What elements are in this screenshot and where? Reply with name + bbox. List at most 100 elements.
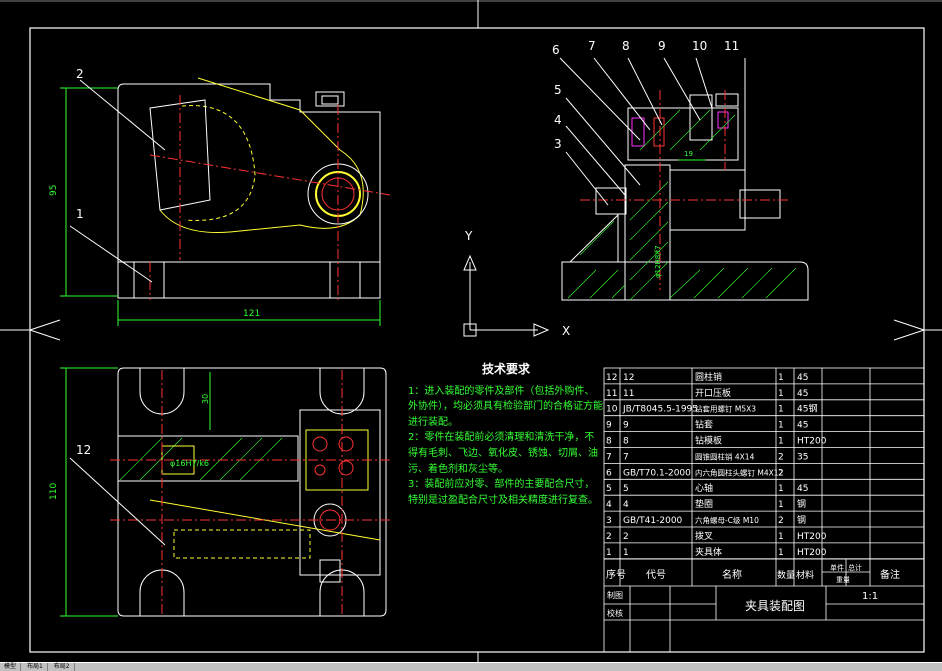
bom-cell: GB/T41-2000 [623,516,683,526]
tech-title: 技术要求 [481,362,530,376]
bom-cell: 圆柱销 [695,371,722,383]
bom-cell: 2 [606,532,612,542]
bom-header-remark: 备注 [880,568,900,581]
bom-cell: 内六角圆柱头螺钉 M4X12 [695,467,784,477]
ucs-axis-icon [463,254,550,337]
bom-table [603,367,925,653]
bom-cell: 1 [778,532,784,542]
balloon-2: 2 [76,67,84,81]
bom-cell: 45 [797,373,808,383]
bom-cell: 钢 [797,498,806,510]
bom-cell: 9 [623,421,629,431]
bom-cell: 钢 [797,514,806,526]
balloon-1: 1 [76,207,84,221]
title-checked: 校核 [607,608,623,618]
bom-cell: 六角螺母-C级 M10 [695,515,759,525]
bom-cell: 45钢 [797,403,817,415]
bom-header-seq: 序号 [606,568,626,581]
bom-cell: 钻套 [695,419,713,431]
tab-layout2[interactable]: 布局2 [50,663,75,671]
bom-cell: 12 [623,373,634,383]
bom-cell: 1 [778,405,784,415]
status-bar: 模型 布局1 布局2 [0,662,942,671]
bom-header-single: 单件 [830,563,844,572]
bom-cell: 35 [797,452,808,462]
bom-cell: 11 [623,389,634,399]
bom-cell: GB/T70.1-2000 [623,468,691,478]
bom-cell: 1 [778,373,784,383]
bom-cell: 3 [606,516,612,526]
bom-cell: HT200 [797,548,827,558]
balloon-10: 10 [692,39,707,53]
tech-item-3: 3：装配前应对零、部件的主要配合尺寸，特别是过盈配合尺寸及相关精度进行复查。 [408,479,598,506]
bom-cell: 1 [778,421,784,431]
bom-cell: 1 [778,548,784,558]
title-drawn: 制图 [607,590,623,600]
top-view [60,367,390,617]
balloon-4: 4 [554,113,562,127]
bom-header-code: 代号 [646,569,666,581]
bom-cell: 1 [606,548,612,558]
bom-cell: 5 [623,484,629,494]
balloon-12: 12 [76,443,91,457]
top-border [0,0,942,2]
bom-cell: HT200 [797,532,827,542]
bom-cell: JB/T8045.5-1995 [622,405,698,415]
bom-cell: 2 [623,532,629,542]
bom-cell: 45 [797,389,808,399]
bom-cell: 12 [606,373,617,383]
bom-cell: 5 [606,484,612,494]
axis-y-label: Y [464,229,473,243]
balloon-7: 7 [588,39,596,53]
bom-cell: 钻模板 [695,435,722,447]
bom-cell: 8 [606,437,612,447]
technical-requirements: 技术要求 1：进入装配的零件及部件（包括外购件、外协件），均必须具有检验部门的合… [408,362,604,508]
bom-cell: 4 [623,500,629,510]
bom-cell: 1 [778,437,784,447]
balloon-6: 6 [552,43,560,57]
balloon-9: 9 [658,39,666,53]
axis-x-label: X [562,324,570,338]
tech-item-1: 1：进入装配的零件及部件（包括外购件、外协件），均必须具有检验部门的合格证方能进… [408,385,603,428]
dim-phi22: φ12H8/f7 [654,245,662,278]
bom-cell: 拨叉 [695,530,713,542]
bom-header-name: 名称 [722,568,742,581]
bom-cell: 1 [623,548,629,558]
bom-cell: HT200 [797,437,827,447]
bom-cell: 7 [606,452,612,462]
bom-cell: 心轴 [695,482,713,494]
title-name: 夹具装配图 [745,599,805,613]
dim-phi16: φ16H7/k6 [170,459,209,468]
bom-cell: 4 [606,500,612,510]
dim-121: 121 [243,309,260,319]
bom-cell: 开口压板 [695,387,731,399]
dim-110: 110 [49,483,59,500]
bom-cell: 10 [606,405,618,415]
bom-cell: 垫圈 [695,498,713,510]
balloon-3: 3 [554,137,562,151]
dim-95: 95 [49,185,59,196]
bom-header-total: 总计 [848,563,862,572]
bom-cell: 钻套用螺钉 M5X3 [695,404,756,414]
bom-cell: 夹具体 [695,546,722,558]
balloon-8: 8 [622,39,630,53]
dim-30: 30 [201,394,210,404]
tech-item-2: 2：零件在装配前必须清理和清洗干净，不得有毛刺、飞边、氧化皮、锈蚀、切屑、油污、… [408,432,598,475]
bom-cell: 45 [797,421,808,431]
bom-cell: 9 [606,421,612,431]
bom-cell: 圆锥圆柱销 4X14 [695,451,755,461]
balloon-5: 5 [554,83,562,97]
bom-cell: 45 [797,484,808,494]
bom-cell: 11 [606,389,617,399]
bom-cell: 1 [778,500,784,510]
bom-cell: 1 [778,484,784,494]
bom-cell: 7 [623,452,629,462]
drawing-frame [29,27,925,653]
title-scale: 1:1 [862,591,878,602]
front-view [60,77,391,326]
bom-cell: 1 [778,389,784,399]
balloon-11: 11 [724,39,739,53]
bom-cell: 2 [778,468,784,478]
